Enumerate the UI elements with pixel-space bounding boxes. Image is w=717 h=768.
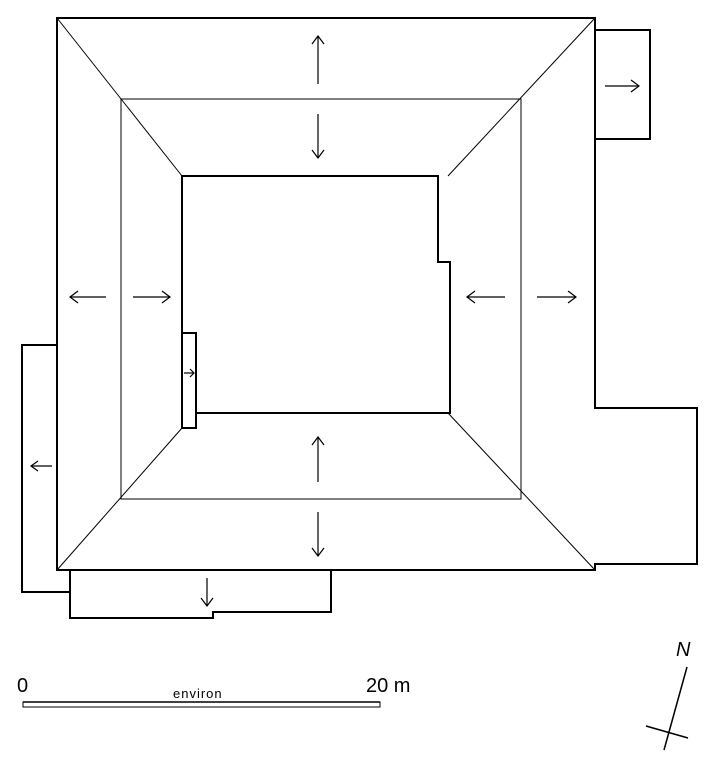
annex-northeast <box>595 29 651 140</box>
slope-arrow-north-inner <box>311 114 325 159</box>
north-arrow <box>645 666 689 751</box>
annex-south <box>69 570 332 619</box>
north-label: N <box>676 639 691 661</box>
slope-arrow-courtyard-niche <box>184 368 195 378</box>
annex-west <box>21 344 70 593</box>
hip-line-sw <box>56 427 183 571</box>
scale-caption: environ <box>173 686 223 701</box>
slope-arrow-west-outer <box>69 290 106 304</box>
scale-start-label: 0 <box>17 675 28 697</box>
slope-arrow-west-inner <box>133 290 171 304</box>
courtyard-niche <box>182 332 197 413</box>
scale-bar <box>22 701 381 708</box>
slope-arrow-annex-south <box>200 578 214 607</box>
scale-end-label: 20 m <box>366 675 410 697</box>
roof-ridge <box>120 98 522 500</box>
slope-arrow-east-inner <box>466 290 505 304</box>
hip-line-nw <box>56 17 183 177</box>
slope-arrow-south-inner <box>311 436 325 482</box>
slope-arrow-annex-west <box>29 460 52 472</box>
building-outline <box>56 17 698 571</box>
slope-arrow-east-outer <box>537 290 577 304</box>
slope-arrow-annex-northeast <box>605 79 640 93</box>
hip-line-ne <box>447 17 596 177</box>
hip-line-se <box>447 412 596 571</box>
inner-courtyard <box>181 175 451 429</box>
slope-arrow-north-outer <box>311 35 325 84</box>
slope-arrow-south-outer <box>311 512 325 557</box>
